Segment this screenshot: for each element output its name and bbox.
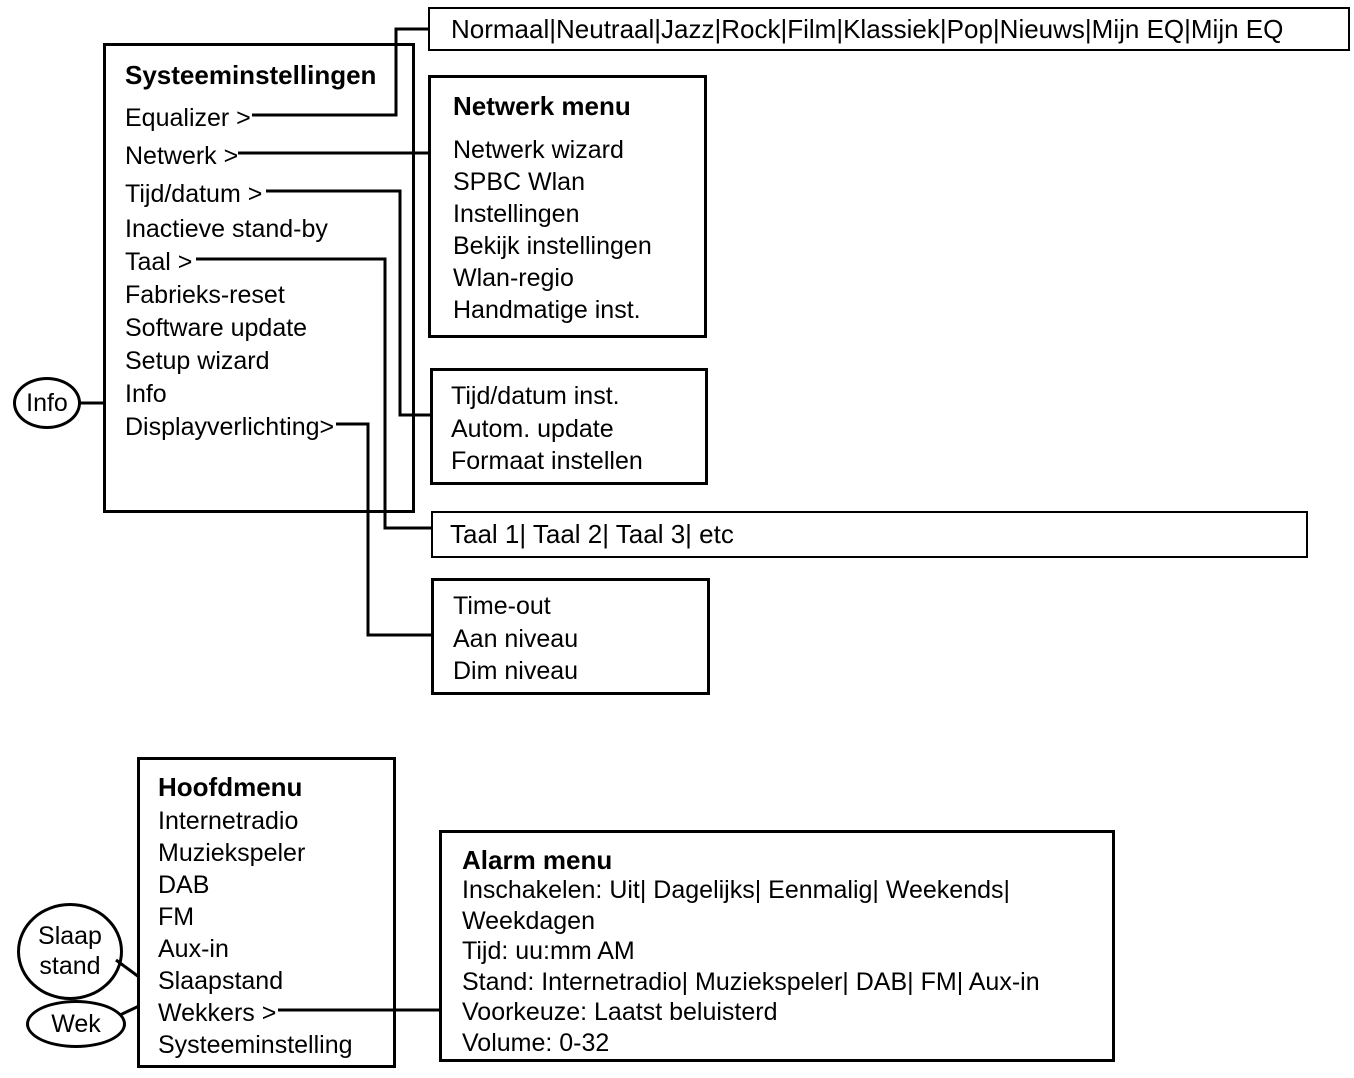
alarm-line-voorkeuze: Voorkeuze: Laatst beluisterd xyxy=(462,998,778,1026)
info-button-oval: Info xyxy=(13,377,81,429)
menu-item-software-update: Software update xyxy=(125,314,308,342)
sleep-button-oval: Slaap stand xyxy=(17,903,123,1000)
menu-item-displayverlichting: Displayverlichting> xyxy=(125,413,335,441)
wake-button-label: Wek xyxy=(51,1009,101,1038)
network-menu-box: Netwerk menu Netwerk wizard SPBC Wlan In… xyxy=(428,75,707,338)
main-menu-items: Internetradio Muziekspeler DAB FM Aux-in… xyxy=(158,805,393,1061)
menu-item-taal: Taal > xyxy=(125,248,193,276)
language-options-text: Taal 1| Taal 2| Taal 3| etc xyxy=(450,519,734,549)
menu-item-tijd-datum: Tijd/datum > xyxy=(125,180,263,208)
menu-item-autom-update: Autom. update xyxy=(451,414,614,443)
menu-item-netwerk-wizard: Netwerk wizard xyxy=(453,136,624,164)
menu-item-inactieve-standby: Inactieve stand-by xyxy=(125,215,328,243)
menu-item-dim-niveau: Dim niveau xyxy=(453,657,579,685)
main-menu-title: Hoofdmenu xyxy=(158,772,303,802)
menu-item-formaat-instellen: Formaat instellen xyxy=(451,447,643,475)
menu-item-spbc-wlan: SPBC Wlan xyxy=(453,168,585,196)
backlight-menu-box: Time-out Aan niveau Dim niveau xyxy=(431,578,710,695)
menu-item-aan-niveau: Aan niveau xyxy=(453,624,579,653)
main-menu-box: Hoofdmenu Internetradio Muziekspeler DAB… xyxy=(137,757,396,1068)
menu-item-fm: FM xyxy=(158,903,195,931)
menu-item-internetradio: Internetradio xyxy=(158,807,299,835)
alarm-menu-title: Alarm menu xyxy=(462,845,613,875)
menu-item-slaapstand: Slaapstand xyxy=(158,967,284,995)
alarm-line-weekdagen: Weekdagen xyxy=(462,906,595,935)
menu-item-wekkers: Wekkers > xyxy=(158,999,277,1027)
network-menu-title: Netwerk menu xyxy=(453,91,631,121)
menu-item-netwerk: Netwerk > xyxy=(125,142,239,170)
menu-item-info: Info xyxy=(125,380,167,408)
menu-item-tijd-datum-inst: Tijd/datum inst. xyxy=(451,382,620,410)
menu-item-equalizer: Equalizer > xyxy=(125,104,251,132)
alarm-line-tijd: Tijd: uu:mm AM xyxy=(462,937,635,965)
menu-item-systeeminstelling: Systeeminstelling xyxy=(158,1031,353,1059)
time-date-menu-box: Tijd/datum inst. Autom. update Formaat i… xyxy=(430,368,708,485)
wake-button-oval: Wek xyxy=(26,1000,126,1048)
system-settings-items: Equalizer > Netwerk > Tijd/datum > Inact… xyxy=(125,99,412,444)
equalizer-presets-text: Normaal|Neutraal|Jazz|Rock|Film|Klassiek… xyxy=(451,14,1284,44)
language-options-box: Taal 1| Taal 2| Taal 3| etc xyxy=(431,511,1308,558)
menu-item-wlan-regio: Wlan-regio xyxy=(453,264,574,292)
menu-item-muziekspeler: Muziekspeler xyxy=(158,839,306,867)
alarm-line-inschakelen: Inschakelen: Uit| Dagelijks| Eenmalig| W… xyxy=(462,876,1010,904)
alarm-line-volume: Volume: 0-32 xyxy=(462,1028,610,1057)
menu-item-bekijk-instellingen: Bekijk instellingen xyxy=(453,232,652,260)
network-menu-items: Netwerk wizard SPBC Wlan Instellingen Be… xyxy=(453,134,704,326)
equalizer-presets-box: Normaal|Neutraal|Jazz|Rock|Film|Klassiek… xyxy=(428,7,1350,51)
menu-item-fabrieks-reset: Fabrieks-reset xyxy=(125,281,285,309)
system-settings-title: Systeeminstellingen xyxy=(125,60,377,90)
system-settings-menu-box: Systeeminstellingen Equalizer > Netwerk … xyxy=(103,43,415,513)
menu-item-setup-wizard: Setup wizard xyxy=(125,347,270,375)
menu-item-dab: DAB xyxy=(158,871,210,899)
alarm-line-stand: Stand: Internetradio| Muziekspeler| DAB|… xyxy=(462,967,1040,996)
menu-item-aux-in: Aux-in xyxy=(158,935,229,963)
sleep-button-label: Slaap stand xyxy=(38,922,102,980)
menu-item-instellingen: Instellingen xyxy=(453,200,580,228)
alarm-menu-box: Alarm menu Inschakelen: Uit| Dagelijks| … xyxy=(439,830,1115,1062)
info-button-label: Info xyxy=(26,388,68,417)
menu-item-time-out: Time-out xyxy=(453,592,551,620)
menu-item-handmatige-inst: Handmatige inst. xyxy=(453,296,641,324)
